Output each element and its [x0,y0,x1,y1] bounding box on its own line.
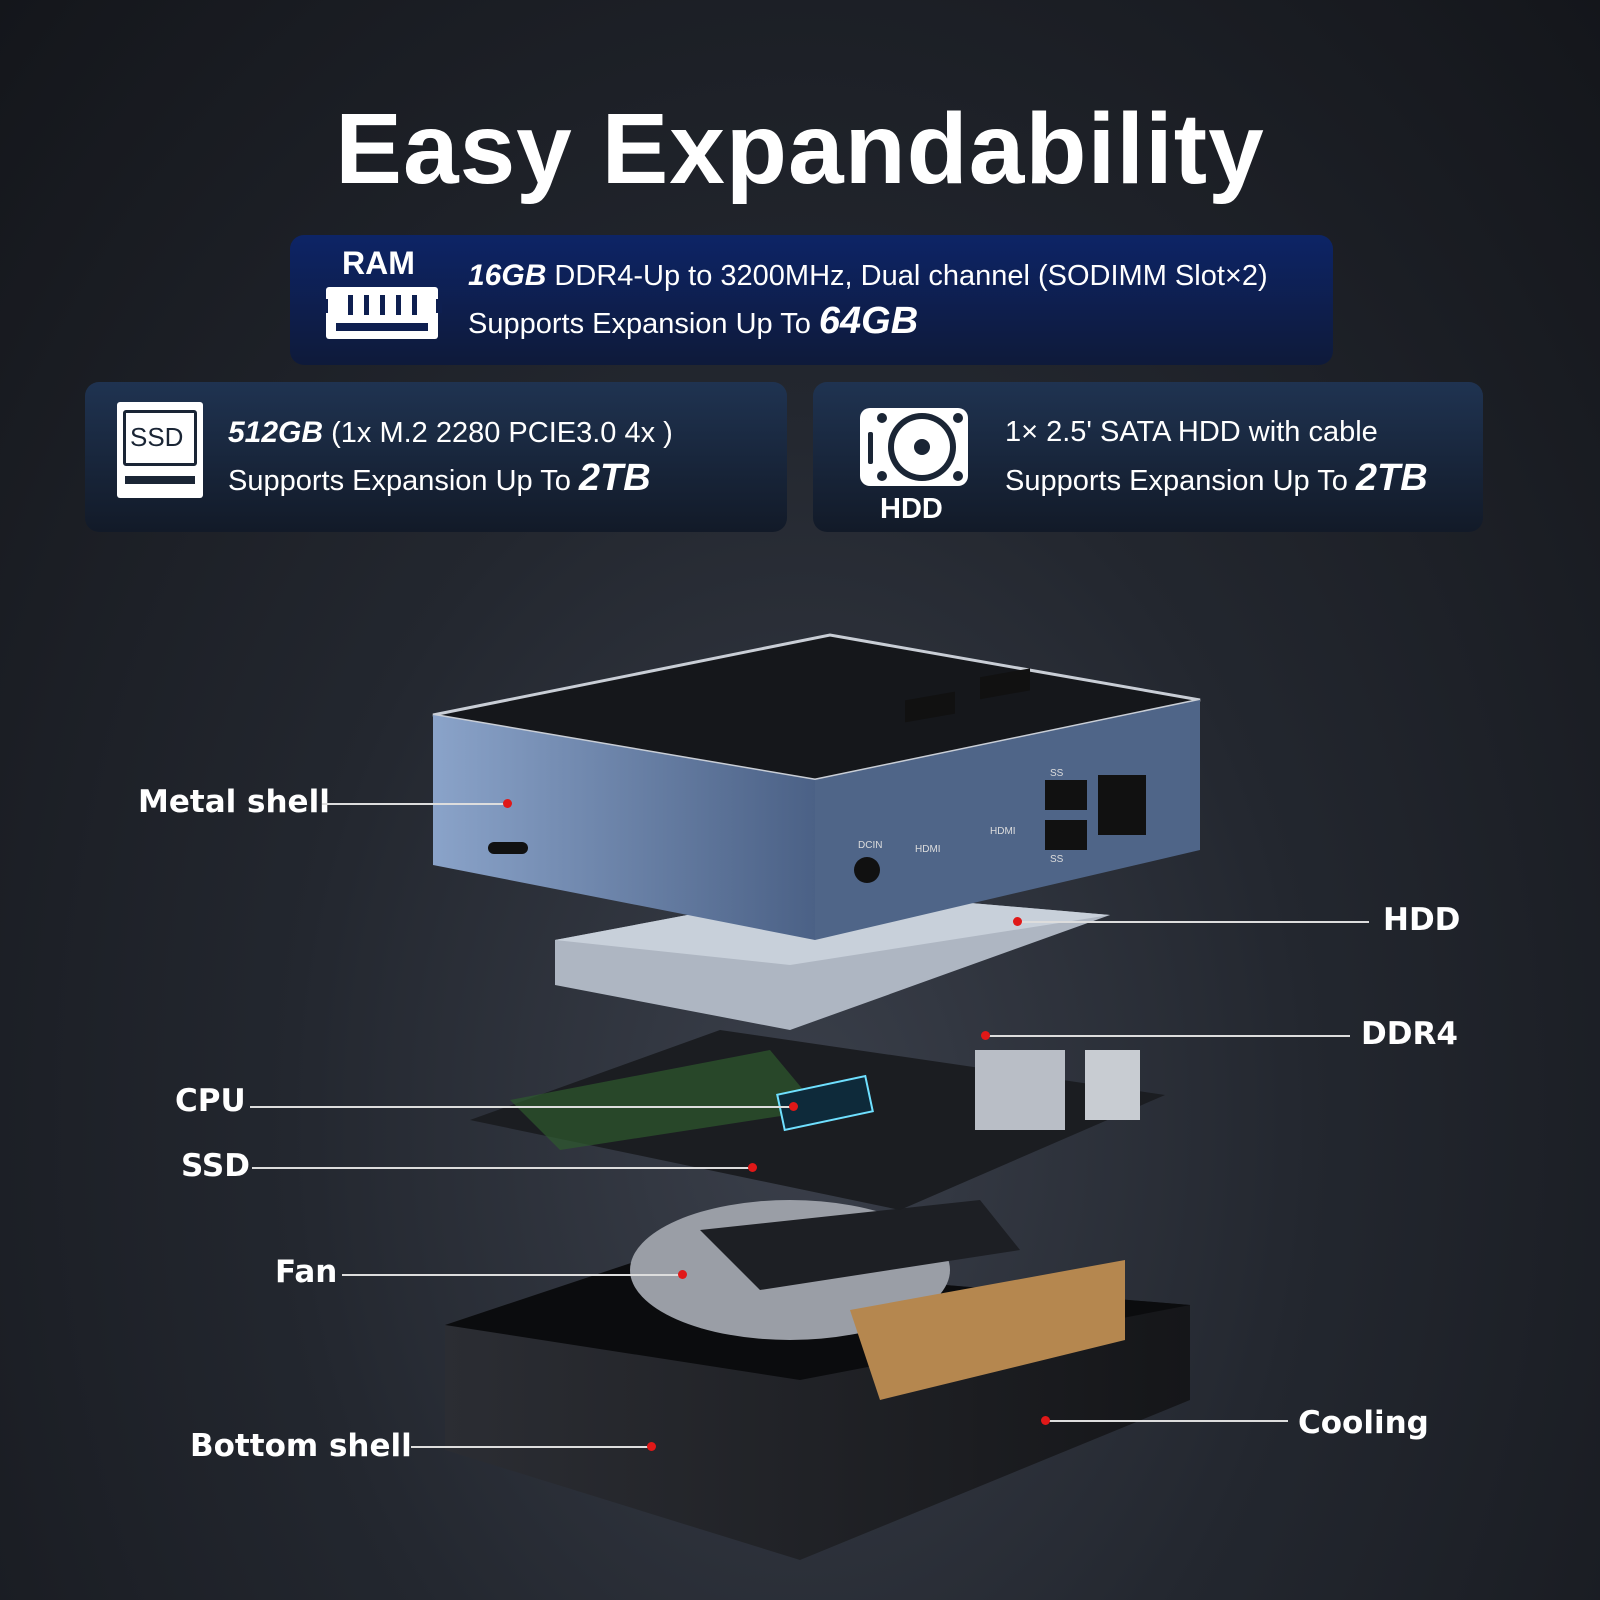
port-label-dcin: DCIN [858,840,882,851]
port-label-usb-1: SS [1050,768,1064,779]
metal-shell: DCIN HDMI HDMI SS SS [432,633,1201,940]
ssd-icon: SSD [117,402,203,498]
ssd-line-1: 512GB (1x M.2 2280 PCIE3.0 4x ) [228,416,673,449]
hdd-line-2: Supports Expansion Up To 2TB [1005,457,1428,499]
callout-ddr4: DDR4 [1361,1016,1458,1052]
callout-metal-shell: Metal shell [138,784,330,820]
port-label-usb-2: SS [1050,854,1064,865]
callout-cpu: CPU [175,1083,246,1119]
ram-line-2: Supports Expansion Up To 64GB [468,300,919,342]
callout-cooling: Cooling [1298,1405,1429,1441]
port-label-hdmi-2: HDMI [990,826,1016,837]
callout-ssd: SSD [181,1148,250,1184]
callout-hdd: HDD [1383,902,1461,938]
callout-bottom-shell: Bottom shell [190,1428,412,1464]
hdd-icon [860,408,968,486]
page-title: Easy Expandability [335,93,1265,205]
ram-icon [322,287,442,339]
ram-line-1: 16GB DDR4-Up to 3200MHz, Dual channel (S… [468,259,1268,292]
fan-heatsink [630,1200,1125,1400]
hdd-icon-label: HDD [880,493,943,525]
ram-icon-label: RAM [342,245,415,281]
ssd-spec-card: SSD 512GB (1x M.2 2280 PCIE3.0 4x ) Supp… [85,382,787,532]
ssd-line-2: Supports Expansion Up To 2TB [228,457,651,499]
motherboard [470,1030,1165,1210]
callout-fan: Fan [275,1254,338,1290]
hdd-line-1: 1× 2.5' SATA HDD with cable [1005,416,1378,448]
hdd-spec-card: HDD 1× 2.5' SATA HDD with cable Supports… [813,382,1483,532]
port-label-hdmi-1: HDMI [915,844,941,855]
ram-spec-card: RAM 16GB DDR4-Up to 3200MHz, Dual channe… [290,235,1333,365]
